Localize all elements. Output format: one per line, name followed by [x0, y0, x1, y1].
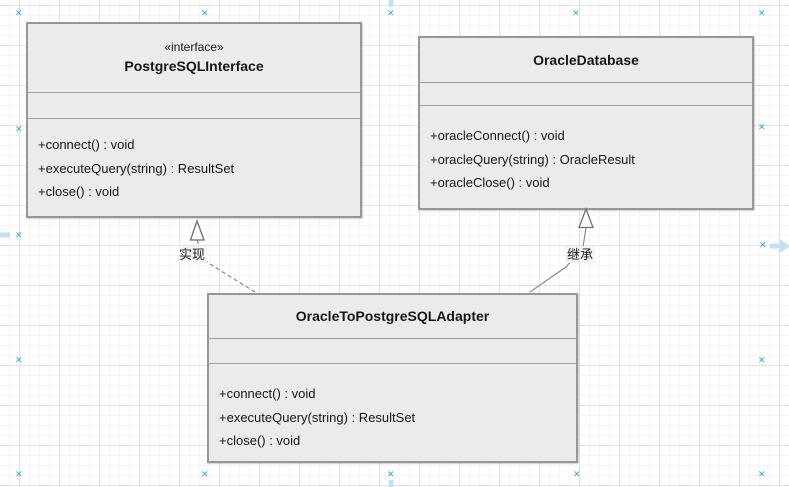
pan-hint-arrow-right-icon[interactable]	[770, 239, 789, 253]
methods-section: +connect() : void +executeQuery(string) …	[28, 118, 360, 216]
attributes-section	[28, 92, 360, 118]
method-connect: +connect() : void	[38, 137, 135, 152]
relationship-label-realize[interactable]: 实现	[177, 246, 208, 263]
page-cross-marker-icon: ✕	[201, 470, 209, 480]
class-box-adapter[interactable]: OracleToPostgreSQLAdapter +connect() : v…	[207, 293, 578, 463]
methods-section: +oracleConnect() : void +oracleQuery(str…	[420, 105, 752, 208]
method-close: +close() : void	[219, 433, 301, 448]
page-cross-marker-icon: ✕	[758, 123, 766, 133]
page-cross-marker-icon: ✕	[387, 470, 395, 480]
page-cross-marker-icon: ✕	[15, 125, 23, 135]
page-cross-marker-icon: ✕	[758, 9, 766, 19]
page-cross-marker-icon: ✕	[201, 9, 209, 19]
class-name: OracleDatabase	[533, 51, 639, 68]
pan-hint-arrow-up-icon[interactable]	[384, 0, 398, 7]
class-header: OracleToPostgreSQLAdapter	[209, 295, 576, 338]
method-execute-query: +executeQuery(string) : ResultSet	[38, 160, 235, 176]
method-oracle-close: +oracleClose() : void	[430, 175, 550, 190]
class-header: OracleDatabase	[420, 38, 752, 82]
page-cross-marker-icon: ✕	[758, 356, 766, 366]
page-cross-marker-icon: ✕	[15, 9, 23, 19]
class-box-oracle-database[interactable]: OracleDatabase +oracleConnect() : void +…	[418, 36, 754, 210]
method-oracle-query: +oracleQuery(string) : OracleResult	[430, 151, 635, 167]
page-cross-marker-icon: ✕	[573, 470, 581, 480]
method-oracle-connect: +oracleConnect() : void	[430, 128, 565, 143]
class-box-postgresql-interface[interactable]: «interface» PostgreSQLInterface +connect…	[26, 22, 362, 218]
class-header: «interface» PostgreSQLInterface	[28, 24, 360, 92]
generalization-hollow-triangle-icon[interactable]	[578, 207, 594, 229]
page-cross-marker-icon: ✕	[15, 231, 23, 241]
stereotype-label: «interface»	[164, 40, 224, 54]
realization-hollow-triangle-icon[interactable]	[189, 219, 205, 241]
page-cross-marker-icon: ✕	[15, 470, 23, 480]
class-name: OracleToPostgreSQLAdapter	[295, 308, 490, 324]
attributes-section	[209, 338, 576, 363]
attributes-section	[420, 82, 752, 105]
page-cross-marker-icon: ✕	[387, 9, 395, 19]
method-close: +close() : void	[38, 184, 120, 199]
relationship-label-inherit[interactable]: 继承	[565, 246, 596, 263]
pan-hint-arrow-down-icon[interactable]	[384, 480, 398, 487]
method-connect: +connect() : void	[219, 386, 316, 401]
class-name: PostgreSQLInterface	[124, 58, 264, 74]
methods-section: +connect() : void +executeQuery(string) …	[209, 363, 576, 461]
page-cross-marker-icon: ✕	[572, 9, 580, 19]
page-cross-marker-icon: ✕	[758, 470, 766, 480]
page-cross-marker-icon: ✕	[15, 356, 23, 366]
pan-hint-arrow-left-icon[interactable]	[0, 228, 10, 242]
method-execute-query: +executeQuery(string) : ResultSet	[219, 409, 416, 425]
page-cross-marker-icon: ✕	[759, 241, 767, 251]
